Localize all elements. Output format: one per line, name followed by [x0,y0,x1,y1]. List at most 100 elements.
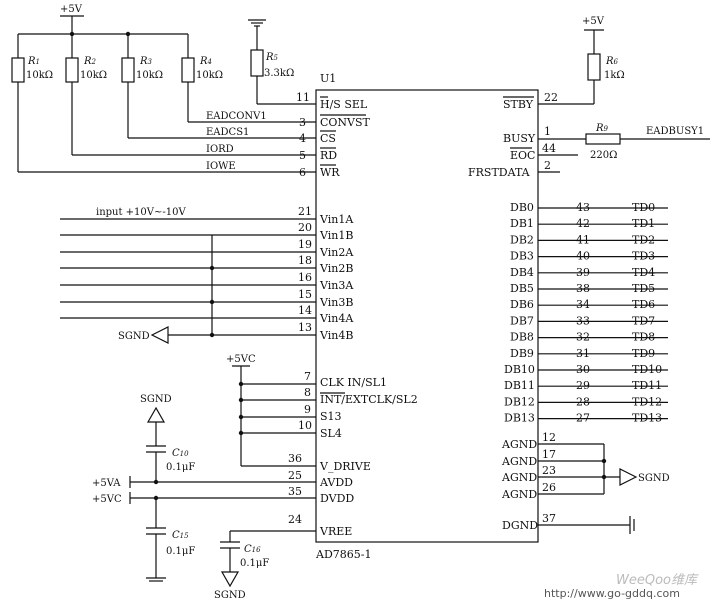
agnd-wires: SGND [538,443,670,495]
svg-text:25: 25 [288,469,302,482]
left-top-pins: 11 H/S SEL 3 CONVST 4 CS 5 RD 6 WR [296,91,371,179]
svg-text:9: 9 [304,403,311,416]
data-pin-number: 41 [576,233,590,246]
svg-text:+5V: +5V [60,4,83,15]
agnd-junctions [601,458,607,480]
svg-text:CLK IN/SL1: CLK IN/SL1 [320,376,387,389]
data-net-label: TD6 [632,298,655,311]
svg-text:+5VC: +5VC [226,354,256,365]
svg-text:INT/EXTCLK/SL2: INT/EXTCLK/SL2 [320,393,418,406]
data-net-label: TD0 [632,201,655,214]
sgnd-vin-symbol: SGND [118,326,169,344]
resistor-r4: R4 10kΩ [181,34,223,122]
svg-text:AGND: AGND [501,471,537,484]
svg-text:6: 6 [299,166,306,179]
svg-text:Vin3A: Vin3A [319,279,354,292]
net-iowe: IOWE [206,161,236,172]
data-pin-number: 39 [576,266,590,279]
data-pin-name: DB6 [510,298,534,311]
svg-text:Vin4A: Vin4A [319,312,354,325]
data-net-label: TD7 [632,314,655,327]
data-net-label: TD9 [632,347,655,360]
svg-text:16: 16 [298,271,312,284]
svg-text:20: 20 [298,221,312,234]
svg-text:36: 36 [288,452,302,465]
clk-config-wires [241,383,316,467]
dgnd-wire [538,516,635,534]
svg-text:Vin3B: Vin3B [319,296,353,309]
rail-5va: +5VA [92,476,316,489]
svg-text:FRSTDATA: FRSTDATA [468,166,531,179]
svg-text:R2: R2 [83,56,97,67]
data-net-label: TD1 [632,217,655,230]
data-pin-number: 28 [576,395,590,408]
supply-5v-top: +5V [60,4,84,34]
data-net-label: TD12 [632,395,662,408]
net-input: input +10V~-10V [96,207,186,218]
data-pin-name: DB12 [504,395,535,408]
svg-text:220Ω: 220Ω [590,150,617,161]
svg-text:35: 35 [288,485,302,498]
data-pin-number: 34 [576,298,590,311]
data-pin-name: DB11 [504,379,535,392]
svg-text:4: 4 [299,132,306,145]
svg-text:STBY: STBY [503,98,534,111]
svg-text:AGND: AGND [501,438,537,451]
svg-text:26: 26 [542,481,556,494]
svg-text:C16: C16 [244,544,261,555]
svg-text:10kΩ: 10kΩ [136,70,163,81]
svg-text:R6: R6 [605,56,619,67]
data-net-label: TD3 [632,250,655,263]
svg-text:0.1μF: 0.1μF [166,546,195,557]
svg-text:CONVST: CONVST [320,116,371,129]
svg-text:18: 18 [298,254,312,267]
svg-text:13: 13 [298,321,312,334]
svg-text:2: 2 [544,159,551,172]
svg-text:R9: R9 [595,123,609,134]
svg-text:Vin1B: Vin1B [319,229,353,242]
net-eadconv1: EADCONV1 [206,111,267,122]
data-pin-name: DB1 [510,217,534,230]
svg-text:V_DRIVE: V_DRIVE [319,460,371,473]
svg-text:+5V: +5V [582,16,605,27]
svg-text:AGND: AGND [501,455,537,468]
rail-5vc: +5VC [92,492,316,505]
svg-text:5: 5 [299,149,306,162]
data-pin-number: 27 [576,412,590,425]
svg-text:Vin2B: Vin2B [319,262,353,275]
svg-text:7: 7 [304,370,311,383]
vin-junctions [209,265,215,338]
overbars-left [320,96,366,166]
svg-text:RD: RD [320,149,337,162]
svg-text:0.1μF: 0.1μF [240,558,269,569]
chip-body [315,89,539,543]
svg-text:AVDD: AVDD [319,476,353,489]
data-pin-name: DB10 [504,363,535,376]
svg-text:10kΩ: 10kΩ [26,70,53,81]
capacitor-c16: SGND C16 0.1μF [214,530,316,601]
capacitor-c15: C15 0.1μF [146,498,195,582]
svg-text:24: 24 [288,513,302,526]
data-net-label: TD4 [632,266,655,279]
data-pin-name: DB8 [510,331,534,344]
data-net-label: TD8 [632,331,655,344]
data-net-label: TD5 [632,282,655,295]
data-net-label: TD13 [632,412,662,425]
svg-text:+5VC: +5VC [92,494,122,505]
resistor-r3: R3 10kΩ [121,34,163,138]
svg-text:21: 21 [298,205,312,218]
data-net-label: TD2 [632,233,655,246]
data-pin-name: DB2 [510,233,534,246]
data-pin-number: 40 [576,250,590,263]
svg-text:S13: S13 [320,410,342,423]
analog-input-wires [60,218,316,336]
resistor-r9: R9 220Ω EADBUSY1 [538,123,710,161]
svg-text:R5: R5 [265,52,279,63]
data-pin-name: DB4 [510,266,534,279]
